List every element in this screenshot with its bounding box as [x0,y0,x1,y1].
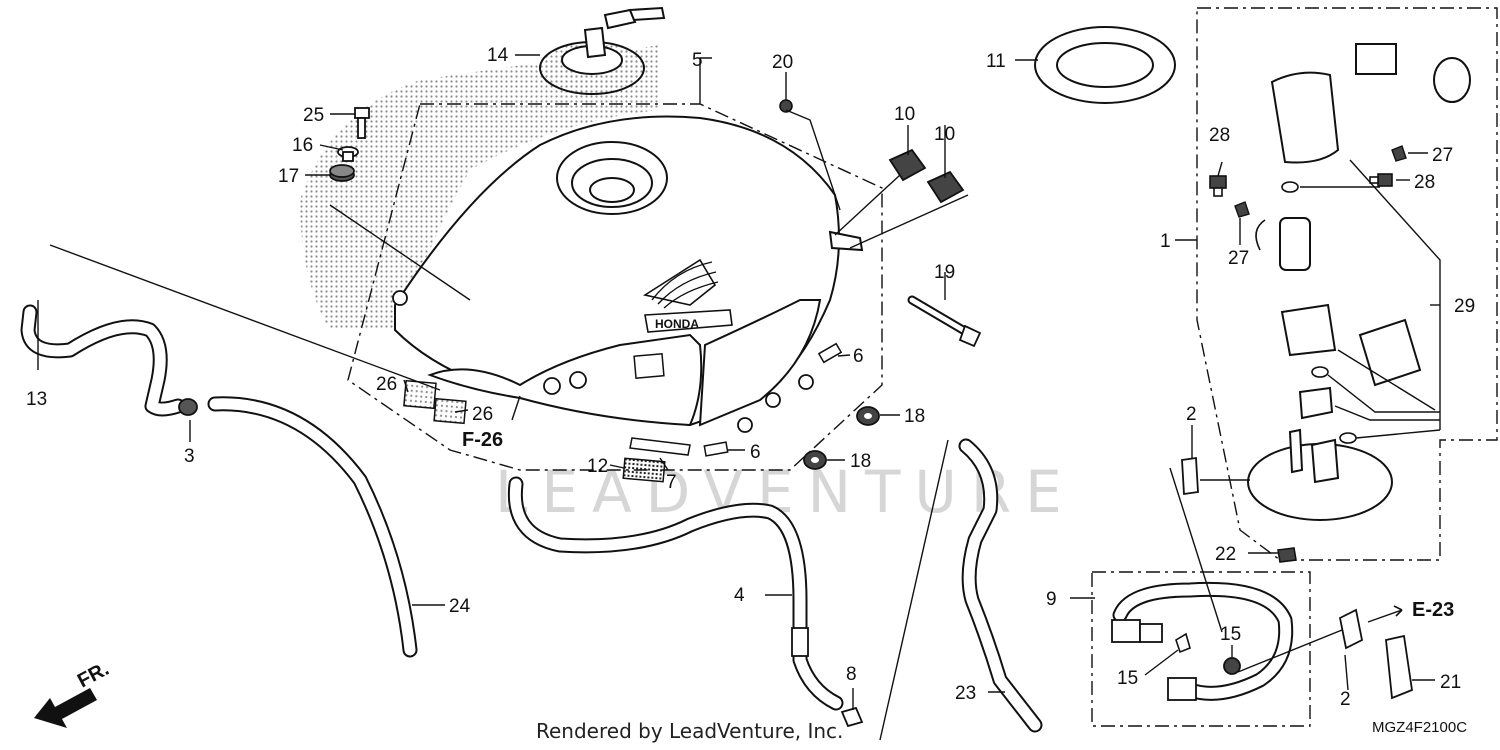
label-7: 7 [666,472,677,493]
label-8: 8 [846,664,857,685]
bolt-19 [907,295,982,348]
o-ring-2 [1311,366,1329,378]
label-4: 4 [734,585,745,606]
label-26a: 26 [376,374,397,395]
label-12: 12 [587,456,608,477]
hose-4 [507,476,844,711]
label-17: 17 [278,166,299,187]
hose-23 [958,438,1043,733]
tank-brand-text: HONDA [655,317,699,331]
label-18b: 18 [850,451,871,472]
front-arrow-icon [34,688,97,728]
pump-housing [1270,43,1471,164]
cushion-18a [856,406,880,426]
band-2b [1338,608,1364,650]
hose-assembly-outline [1091,571,1311,727]
pump-assembly-outline [1196,7,1498,561]
cushion-18b [803,450,827,470]
shading-area [300,45,660,330]
label-28a: 28 [1209,125,1230,146]
f26-arrow [511,395,521,421]
ref-f26: F-26 [462,429,503,451]
clamp-21 [1385,634,1413,700]
label-2a: 2 [1186,404,1197,425]
label-22: 22 [1215,544,1236,565]
label-28b: 28 [1414,172,1435,193]
label-15a: 15 [1117,668,1138,689]
fuel-tank: HONDA [392,115,864,433]
cushion-10a [888,148,927,182]
label-9: 9 [1046,589,1057,610]
clip-15b [1223,657,1241,675]
label-23: 23 [955,683,976,704]
pump-regulator [1280,303,1422,420]
pad-6a [817,342,843,364]
label-3: 3 [184,446,195,467]
pump-base [1247,428,1393,521]
label-16: 16 [292,135,313,156]
pump-motor [1255,217,1311,271]
hose-13 [20,304,186,417]
label-27b: 27 [1228,248,1249,269]
grommet-17 [329,164,355,182]
credit-text: Rendered by LeadVenture, Inc. [536,719,843,743]
label-24: 24 [449,596,471,617]
ref-e23: E-23 [1412,599,1454,621]
label-14: 14 [487,45,509,66]
o-ring [1281,181,1299,193]
hose-9 [1111,581,1294,701]
pad-7 [629,437,691,456]
label-5: 5 [692,50,703,71]
screw-28b [1369,173,1393,187]
label-10b: 10 [934,124,955,145]
bolt-25 [354,107,370,139]
label-29: 29 [1454,296,1475,317]
label-21: 21 [1440,672,1461,693]
o-ring-3 [1339,432,1357,444]
joint-8 [840,706,864,728]
e23-arrow [1393,605,1403,617]
leader-lines [37,54,1441,741]
label-6b: 6 [750,442,761,463]
band-2a [1181,456,1199,496]
label-27a: 27 [1432,145,1453,166]
collar-16 [337,146,359,162]
label-6a: 6 [853,346,864,367]
clip-15a [1175,632,1191,654]
hose-24 [207,396,418,658]
label-11: 11 [986,51,1006,72]
pad-6b [703,441,729,457]
label-20: 20 [772,52,793,73]
direction-label: FR. [74,658,113,693]
pad-26b [433,397,467,425]
label-25: 25 [303,105,324,126]
cushion-10b [926,170,965,204]
label-26b: 26 [472,404,493,425]
label-15b: 15 [1220,624,1241,645]
clamp-3 [178,398,198,416]
setting-plate-11 [1034,26,1176,104]
tank-assembly-outline [347,103,883,471]
label-2b: 2 [1340,689,1351,710]
clip-27a [1391,145,1407,162]
label-19: 19 [934,262,955,283]
label-13: 13 [26,389,47,410]
screw-28a [1209,175,1227,197]
nut-22 [1277,547,1297,563]
clip-27b [1234,201,1250,218]
pad-26a [403,379,437,410]
fuel-cap [539,6,666,95]
diagram-code: MGZ4F2100C [1372,719,1467,736]
label-1: 1 [1160,231,1171,252]
label-18a: 18 [904,406,925,427]
label-10a: 10 [894,104,915,125]
